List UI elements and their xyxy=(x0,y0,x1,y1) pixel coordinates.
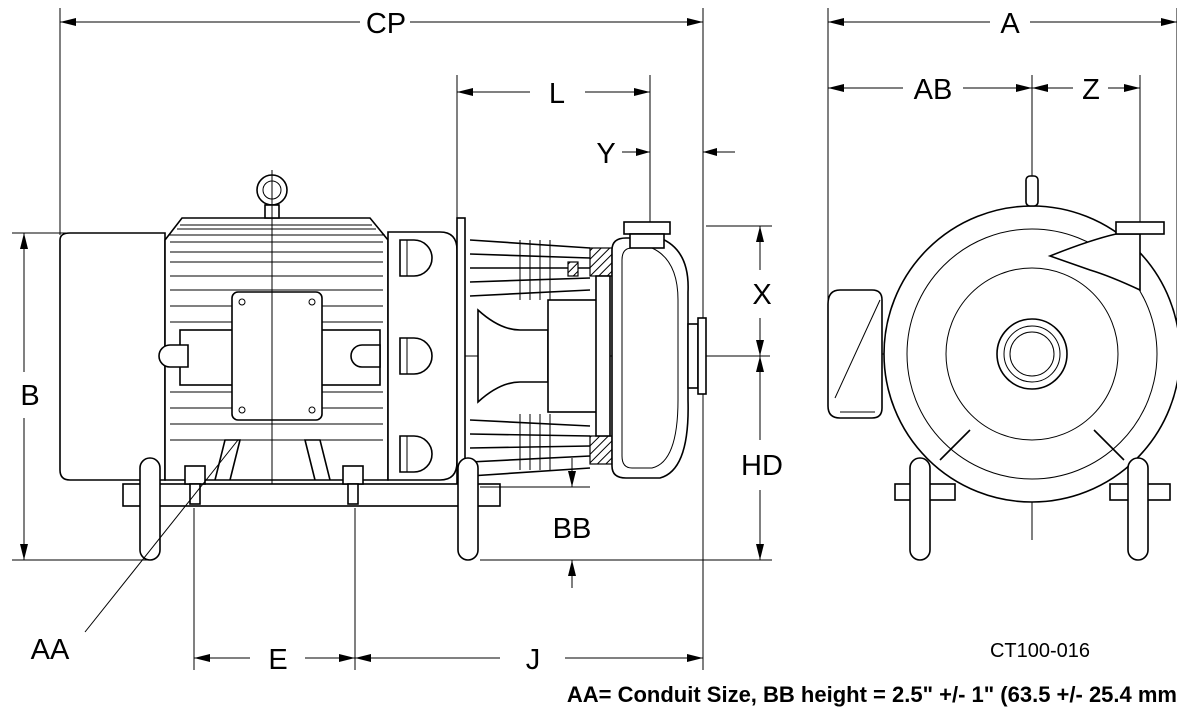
bracket-lug xyxy=(399,337,433,375)
motor-foot-right xyxy=(303,439,331,481)
end-inlet-outer xyxy=(996,318,1068,390)
dim-label-x: X xyxy=(752,279,771,311)
dim-label-hd: HD xyxy=(741,450,783,482)
motor-foot-left xyxy=(214,439,242,481)
end-top-lug xyxy=(1025,175,1039,207)
inlet-flange xyxy=(697,317,707,395)
junction-box-screw xyxy=(238,298,246,306)
adapter-rods xyxy=(456,217,591,491)
end-junction-box-diag xyxy=(834,299,881,399)
end-inlet-inner xyxy=(1009,331,1055,377)
junction-box-screw xyxy=(308,406,316,414)
drawing-code: CT100-016 xyxy=(990,640,1090,662)
inlet-neck xyxy=(687,323,699,389)
dim-label-ab: AB xyxy=(914,74,953,106)
end-leg-left xyxy=(909,457,931,561)
backplate-hatch-bottom xyxy=(589,435,613,465)
end-view xyxy=(827,8,1177,561)
junction-box-screw xyxy=(238,406,246,414)
leg-right xyxy=(457,457,479,561)
motor-bolt-left xyxy=(184,465,206,485)
motor-rear-cap xyxy=(59,232,166,481)
dim-label-cp: CP xyxy=(366,8,406,40)
end-casing-ring xyxy=(945,267,1119,441)
dim-label-aa: AA xyxy=(31,634,70,666)
motor-fins xyxy=(168,224,385,441)
bracket-lug xyxy=(399,435,433,473)
clamp-hatch xyxy=(567,261,579,277)
leg-left xyxy=(139,457,161,561)
discharge-neck xyxy=(629,233,665,249)
end-leg-right xyxy=(1127,457,1149,561)
drawing-note: AA= Conduit Size, BB height = 2.5" +/- 1… xyxy=(567,682,1177,707)
dim-label-e: E xyxy=(268,644,287,676)
dimension-lines xyxy=(12,18,1177,670)
dim-label-j: J xyxy=(526,644,541,676)
side-view xyxy=(59,8,770,670)
end-casing-outer xyxy=(906,228,1158,480)
end-discharge-flange xyxy=(1115,221,1165,235)
motor-side-boss-right xyxy=(350,344,381,368)
dim-label-a: A xyxy=(1000,8,1020,40)
discharge-flange xyxy=(623,221,671,235)
dim-label-b: B xyxy=(20,380,39,412)
dim-label-l: L xyxy=(549,78,565,110)
end-foot-right-strut xyxy=(1093,429,1125,461)
pump-casing xyxy=(611,237,689,479)
dim-label-y: Y xyxy=(596,138,615,170)
backplate xyxy=(595,275,611,437)
backplate-hatch-top xyxy=(589,247,613,277)
seal-housing xyxy=(477,308,549,404)
end-inlet-mid xyxy=(1003,325,1061,383)
aa-leader xyxy=(84,439,239,633)
dim-label-z: Z xyxy=(1082,74,1100,106)
shaft-collar xyxy=(547,299,599,413)
motor-side-boss-left xyxy=(158,344,189,368)
end-foot-left-strut xyxy=(939,429,971,461)
junction-box-screw xyxy=(308,298,316,306)
bracket-lug xyxy=(399,239,433,277)
motor-bolt-right-stud xyxy=(347,483,359,505)
junction-box xyxy=(231,291,323,421)
motor-bolt-right xyxy=(342,465,364,485)
base-plate xyxy=(122,483,501,507)
dim-label-bb: BB xyxy=(553,513,592,545)
